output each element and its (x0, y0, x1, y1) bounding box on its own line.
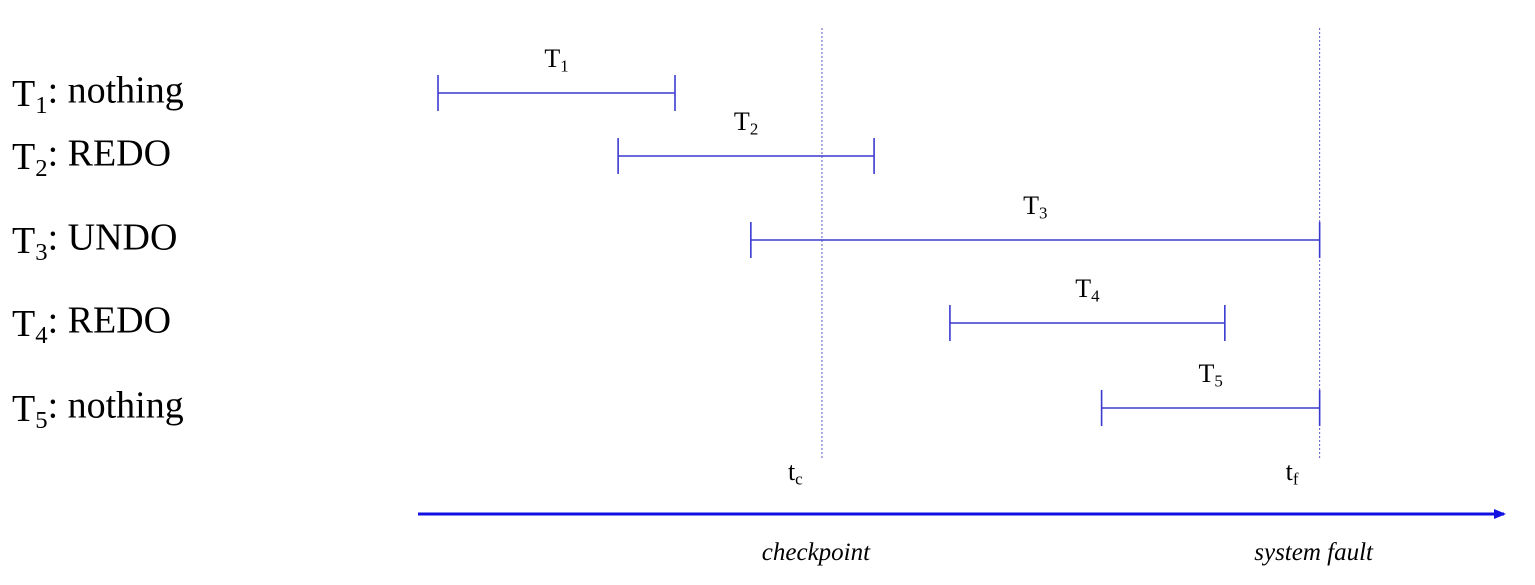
bar-label-t1-subscript: 1 (560, 57, 568, 76)
bar-t1: T1 (437, 44, 676, 111)
bar-label-t5-subscript: 5 (1214, 372, 1222, 391)
row-label-t1-subscript: 1 (35, 92, 47, 119)
marker-tc-subscript: c (795, 470, 803, 489)
marker-tf-subscript: f (1293, 470, 1299, 489)
marker-tf-letter: t (1286, 457, 1294, 486)
bar-t3: T3 (750, 191, 1321, 258)
marker-tc-letter: t (788, 457, 796, 486)
row-label-t2-letter: T (12, 136, 35, 178)
row-label-t5-action: : nothing (48, 384, 184, 426)
row-label-t4-action: : REDO (48, 299, 172, 341)
bar-label-t1-letter: T (544, 44, 560, 73)
row-label-t1-letter: T (12, 73, 35, 115)
row-label-t3-letter: T (12, 220, 35, 262)
time-axis: checkpoint system fault (418, 509, 1506, 566)
bar-t4: T4 (949, 274, 1226, 341)
marker-caption-tf: system fault (1254, 539, 1374, 566)
bar-label-t4-letter: T (1075, 274, 1091, 303)
row-label-t4: T4: REDO (12, 299, 171, 349)
row-label-t4-subscript: 4 (35, 322, 47, 349)
row-label-t2-action: : REDO (48, 132, 172, 174)
marker-label-tc: tc (788, 457, 803, 489)
row-label-t1-action: : nothing (48, 69, 184, 111)
bar-label-t2: T2 (734, 107, 758, 139)
bar-label-t2-letter: T (734, 107, 750, 136)
row-label-t5: T5: nothing (12, 384, 184, 434)
row-label-t4-letter: T (12, 303, 35, 345)
bar-t2: T2 (617, 107, 875, 174)
bar-label-t4: T4 (1075, 274, 1100, 306)
bar-label-t3-letter: T (1023, 191, 1039, 220)
row-label-t5-letter: T (12, 388, 35, 430)
bar-label-t5-letter: T (1198, 359, 1214, 388)
row-label-t2-subscript: 2 (35, 155, 47, 182)
row-label-t2: T2: REDO (12, 132, 171, 182)
bar-label-t5: T5 (1198, 359, 1222, 391)
row-label-t3-action: : UNDO (48, 216, 178, 258)
bar-label-t2-subscript: 2 (750, 120, 758, 139)
row-label-t3-subscript: 3 (35, 239, 47, 266)
row-label-t1: T1: nothing (12, 69, 184, 119)
row-label-t3: T3: UNDO (12, 216, 177, 266)
bar-label-t3-subscript: 3 (1039, 204, 1047, 223)
bar-label-t3: T3 (1023, 191, 1047, 223)
marker-label-tf: tf (1286, 457, 1299, 489)
bar-t5: T5 (1100, 359, 1321, 426)
bar-label-t4-subscript: 4 (1091, 287, 1100, 306)
row-label-t5-subscript: 5 (35, 407, 47, 434)
marker-caption-tc: checkpoint (762, 539, 871, 566)
bar-label-t1: T1 (544, 44, 568, 76)
